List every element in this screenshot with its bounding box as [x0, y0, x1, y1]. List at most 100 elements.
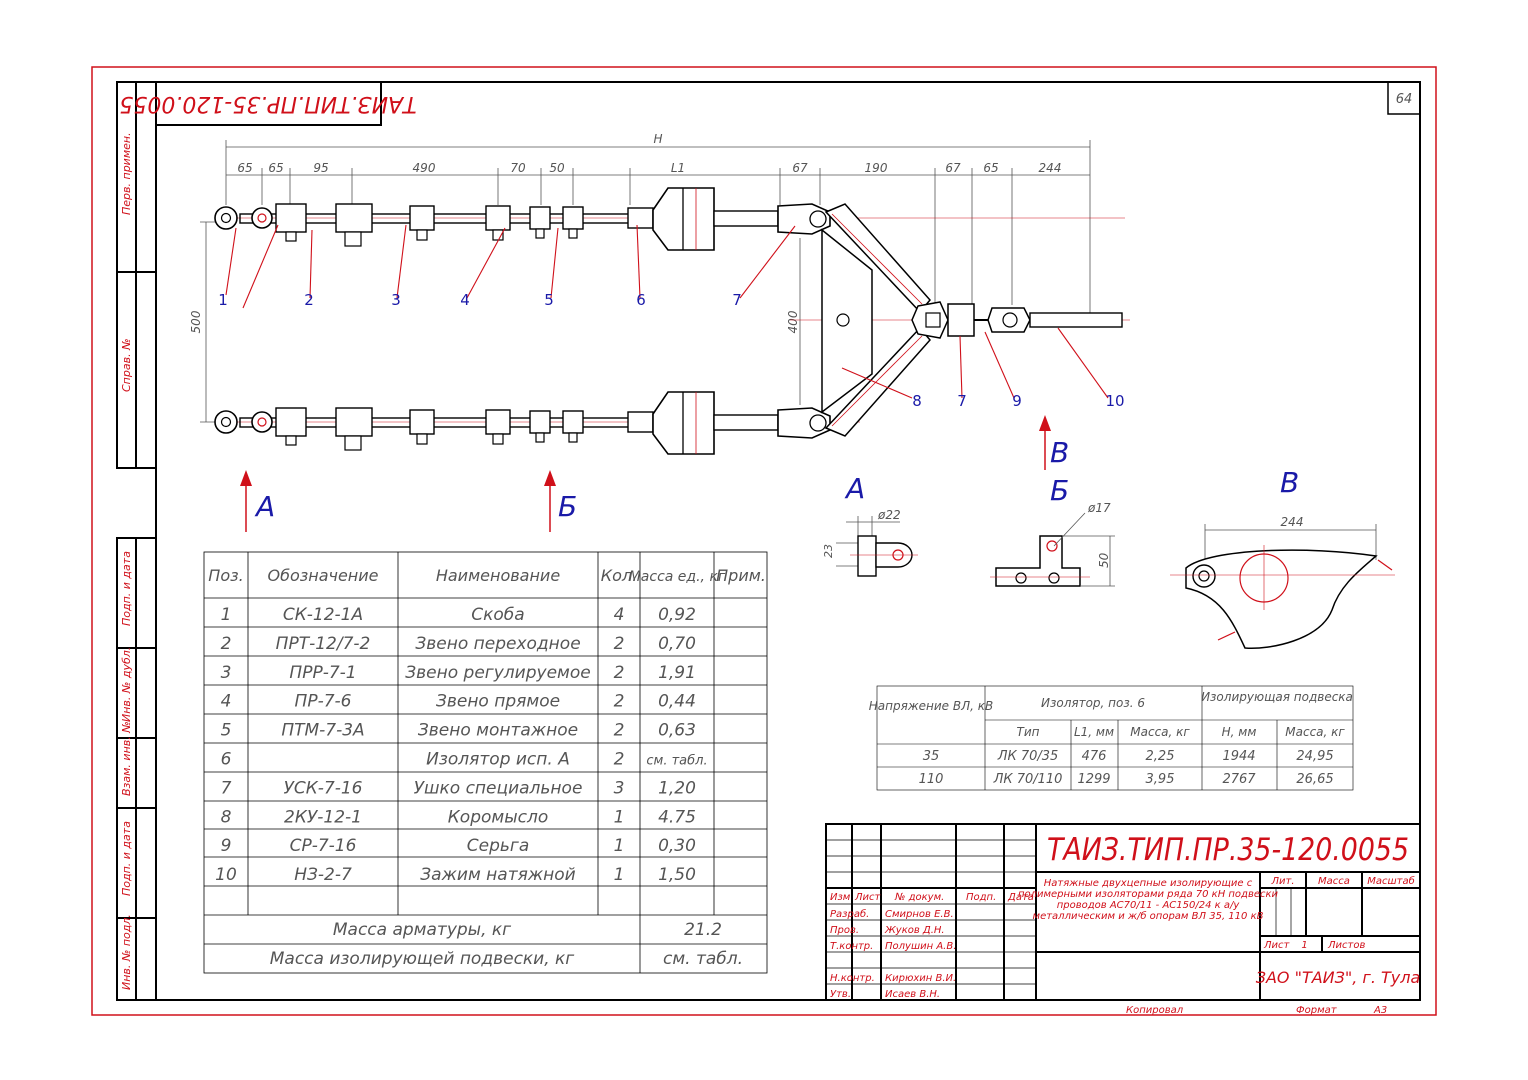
parts-cell: 10 — [215, 865, 237, 885]
insulator-string-upper — [214, 187, 1125, 251]
parts-cell: Серьга — [467, 836, 530, 856]
parts-header-pos: Поз. — [208, 566, 243, 585]
parts-cell: 2 — [221, 634, 232, 654]
side-label-ref-no: Справ. № — [120, 338, 133, 392]
parts-cell: 2 — [614, 692, 625, 712]
parts-cell: ПТМ-7-3А — [281, 721, 364, 741]
parts-cell: 1 — [614, 865, 625, 885]
parts-cell: 4 — [221, 692, 232, 712]
voltage-cell: ЛК 70/110 — [993, 772, 1063, 787]
parts-cell: 1 — [221, 605, 232, 625]
parts-header-designation: Обозначение — [267, 566, 378, 585]
tb-person: Полушин А.В. — [885, 941, 956, 952]
voltage-table: Напряжение ВЛ, кВ Изолятор, поз. 6 Изоли… — [869, 685, 1354, 791]
parts-cell: 2 — [614, 721, 625, 741]
callout-10: 10 — [1105, 392, 1124, 410]
parts-cell: Зажим натяжной — [420, 865, 575, 885]
view-letter-B-arrow: Б — [558, 490, 577, 523]
callout-7b: 7 — [957, 392, 967, 410]
parts-cell: 5 — [221, 721, 232, 741]
dim-50: 50 — [549, 161, 565, 175]
parts-cell: 0,70 — [658, 634, 696, 654]
view-B-dia: ø17 — [1087, 501, 1111, 515]
view-letter-V: В — [1280, 466, 1299, 499]
parts-cell: 2 — [614, 663, 625, 683]
parts-cell: Звено монтажное — [418, 721, 578, 741]
tb-copied: Копировал — [1126, 1005, 1184, 1016]
voltage-cell: 2,25 — [1146, 749, 1175, 764]
tb-scale: Масштаб — [1367, 875, 1415, 887]
view-A-dim: 23 — [822, 544, 835, 558]
outer-trim-frame — [91, 66, 1437, 1016]
parts-cell: 2 — [614, 634, 625, 654]
tb-col-list: Лист — [854, 892, 882, 903]
dim-67a: 67 — [792, 161, 808, 175]
parts-cell: Звено прямое — [436, 692, 560, 712]
tb-role: Н.контр. — [830, 973, 875, 984]
voltage-cell: 24,95 — [1296, 749, 1333, 764]
voltage-cell: 110 — [919, 772, 944, 787]
parts-cell: 1 — [614, 807, 625, 827]
parts-header-mass: Масса ед., кг — [629, 569, 726, 585]
vt-sub-l1: L1, мм — [1074, 725, 1114, 739]
parts-cell: ПРТ-12/7-2 — [276, 634, 371, 654]
rotated-code-text: ТАИЗ.ТИП.ПР.35-120.0055 — [119, 91, 416, 116]
parts-cell: 3 — [614, 778, 625, 798]
view-V-dim: 244 — [1281, 515, 1304, 529]
page-number-box: 64 — [1387, 81, 1421, 115]
voltage-cell: 35 — [923, 749, 940, 764]
dim-67b: 67 — [945, 161, 961, 175]
view-A-dia: ø22 — [877, 508, 901, 522]
parts-cell: 6 — [221, 750, 232, 770]
dimension-texts: H 65 65 95 490 70 50 L1 67 190 67 65 244… — [189, 132, 1061, 333]
page-number: 64 — [1396, 92, 1413, 107]
tb-format-label: Формат — [1296, 1005, 1338, 1016]
side-label-dup-inv: Инв. № дубл. — [120, 647, 133, 722]
view-letter-A-arrow: А — [254, 490, 275, 523]
mass-assembly-label: Масса изолирующей подвески, кг — [270, 949, 575, 969]
mass-fittings-label: Масса арматуры, кг — [333, 920, 511, 940]
tb-description-line: Натяжные двухцепные изолирующие с — [1044, 878, 1253, 889]
rotated-code-stamp: ТАИЗ.ТИП.ПР.35-120.0055 — [119, 81, 417, 126]
dim-65a: 65 — [237, 161, 252, 175]
dim-95: 95 — [313, 161, 328, 175]
callout-8: 8 — [912, 392, 922, 410]
view-letter-A: А — [844, 472, 865, 505]
tb-col-izm: Изм — [830, 892, 851, 903]
voltage-cell: 476 — [1082, 749, 1107, 764]
tb-person: Кирюхин В.И. — [885, 973, 956, 984]
view-letter-B: Б — [1050, 474, 1069, 507]
callout-4: 4 — [460, 291, 470, 309]
tb-code: ТАИЗ.ТИП.ПР.35-120.0055 — [1047, 832, 1409, 868]
parts-cell: Ушко специальное — [414, 778, 583, 798]
dim-500: 500 — [189, 310, 203, 333]
parts-cell: 4 — [614, 605, 625, 625]
callout-6: 6 — [636, 291, 646, 309]
voltage-cell: 1299 — [1077, 772, 1110, 787]
parts-cell: Звено регулируемое — [405, 663, 590, 683]
parts-cell: см. табл. — [646, 754, 707, 769]
parts-cell: Изолятор исп. А — [426, 750, 570, 770]
vt-head-assembly: Изолирующая подвеска — [1201, 690, 1353, 704]
dim-L1: L1 — [671, 161, 685, 175]
callout-5: 5 — [544, 291, 554, 309]
mass-fittings-value: 21.2 — [684, 920, 722, 940]
tb-role: Т.контр. — [830, 941, 873, 952]
parts-cell: 8 — [221, 807, 232, 827]
tb-role: Разраб. — [830, 908, 869, 920]
tb-sheet-label: Лист — [1263, 940, 1291, 951]
dim-190: 190 — [865, 161, 888, 175]
parts-header-name: Наименование — [436, 566, 560, 585]
vt-sub-mass2: Масса, кг — [1285, 725, 1345, 739]
tb-col-sign: Подп. — [966, 892, 996, 903]
tb-description-line: полимерными изоляторами ряда 70 кН подве… — [1018, 889, 1279, 900]
voltage-cell: 3,95 — [1146, 772, 1175, 787]
parts-cell: ПР-7-6 — [295, 692, 352, 712]
detail-view-B: ø17 50 — [990, 501, 1115, 587]
parts-cell: 0,63 — [658, 721, 696, 741]
parts-header-note: Прим. — [716, 566, 766, 585]
mass-assembly-value: см. табл. — [663, 949, 743, 969]
